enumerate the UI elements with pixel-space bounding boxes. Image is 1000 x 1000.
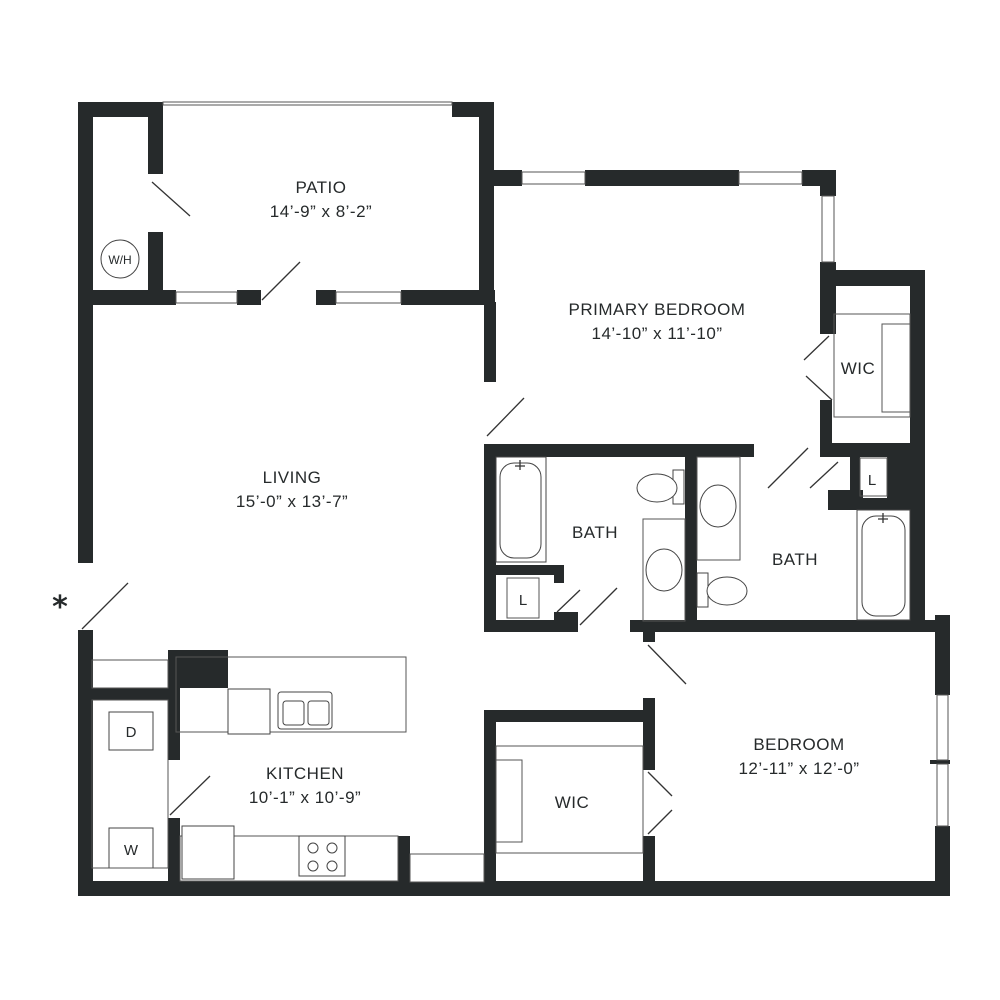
kitchen-dims: 10’-1” x 10’-9”: [249, 788, 361, 807]
living-dims: 15’-0” x 13’-7”: [236, 492, 348, 511]
kitchen-name: KITCHEN: [266, 764, 344, 783]
primary-bedroom-dims: 14’-10” x 11’-10”: [591, 324, 722, 343]
sink-icon: [645, 548, 683, 592]
sink-icon: [699, 484, 737, 528]
water-heater-icon: [100, 239, 140, 279]
linen-1-label: L: [519, 592, 527, 609]
wic-1-name: WIC: [841, 359, 876, 378]
patio-name: PATIO: [296, 178, 347, 197]
water-heater-label: W/H: [108, 253, 131, 267]
fixture-labels: W/H L L D W: [108, 253, 876, 859]
exterior-walls: [78, 102, 950, 896]
washer-label: W: [124, 842, 139, 859]
primary-bedroom-name: PRIMARY BEDROOM: [569, 300, 746, 319]
interior-walls: [92, 400, 950, 890]
living-name: LIVING: [263, 468, 322, 487]
bedroom-dims: 12’-11” x 12’-0”: [738, 759, 859, 778]
bedroom-name: BEDROOM: [753, 735, 844, 754]
stove-icon: [298, 835, 346, 877]
room-labels: PATIO 14’-9” x 8’-2” PRIMARY BEDROOM 14’…: [236, 178, 875, 812]
bath-1-name: BATH: [572, 523, 618, 542]
toilet-icon: [636, 473, 678, 503]
fixtures: [91, 239, 911, 883]
entry-marker: *: [52, 590, 68, 625]
bath-2-name: BATH: [772, 550, 818, 569]
windows: [162, 101, 949, 827]
doors: [81, 181, 839, 835]
dishwasher-icon: [181, 825, 235, 880]
dryer-icon: [108, 711, 154, 751]
dryer-label: D: [126, 724, 137, 741]
patio-dims: 14’-9” x 8’-2”: [270, 202, 372, 221]
wic-2-name: WIC: [555, 793, 590, 812]
linen-2-label: L: [868, 472, 876, 489]
toilet-icon: [706, 576, 748, 606]
